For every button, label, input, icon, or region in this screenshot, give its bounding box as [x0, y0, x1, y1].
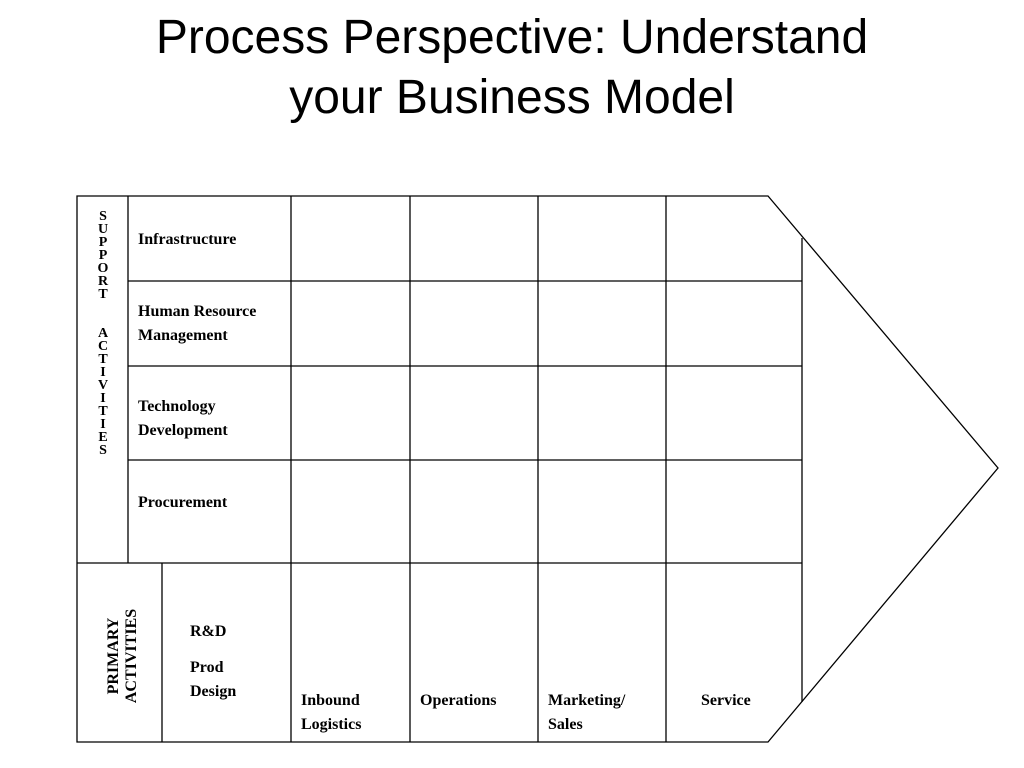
- stage-inbound-logistics: Inbound Logistics: [301, 689, 361, 737]
- slide-title: Process Perspective: Understand your Bus…: [0, 8, 1024, 128]
- stage-3-line-1: Marketing/: [548, 692, 626, 709]
- value-chain-outline: [76, 195, 999, 743]
- support-row-2-line-1: Human Resource: [138, 303, 257, 320]
- stage-4-line-1: Service: [701, 692, 751, 709]
- support-label-letter: U: [97, 222, 109, 237]
- support-label-letter: T: [98, 287, 108, 302]
- primary-label-line-1: PRIMARY: [105, 617, 122, 695]
- support-row-infrastructure: Infrastructure: [138, 228, 236, 252]
- support-row-2-line-2: Management: [138, 327, 228, 344]
- support-row-3-line-1: Technology: [138, 398, 216, 415]
- stage-1-line-2: Logistics: [301, 716, 362, 733]
- support-label-letter: C: [97, 339, 109, 354]
- prod-design-line-2: Design: [190, 683, 237, 700]
- support-row-human-resource: Human Resource Management: [138, 300, 256, 348]
- support-label-letter: P: [98, 248, 108, 263]
- support-label-letter: P: [98, 235, 108, 250]
- support-label-letter: [88, 301, 118, 327]
- support-label-letter: T: [98, 404, 108, 419]
- support-row-procurement: Procurement: [138, 491, 227, 515]
- support-label-letter: A: [97, 326, 109, 341]
- support-label-letter: I: [100, 417, 106, 432]
- support-row-technology: Technology Development: [138, 395, 228, 443]
- rd-label: R&D: [190, 623, 227, 640]
- support-label-letter: R: [97, 274, 109, 289]
- support-row-4-line-1: Procurement: [138, 494, 228, 511]
- slide-title-line-1: Process Perspective: Understand: [155, 11, 869, 64]
- support-row-3-line-2: Development: [138, 422, 228, 439]
- primary-label-line-2: ACTIVITIES: [123, 608, 140, 704]
- stage-3-line-2: Sales: [548, 716, 583, 733]
- stage-2-line-1: Operations: [420, 692, 497, 709]
- slide-title-line-2: your Business Model: [289, 71, 735, 124]
- stage-service: Service: [701, 689, 751, 713]
- support-label-letter: S: [99, 443, 107, 458]
- prod-design-line-1: Prod: [190, 659, 224, 676]
- support-label-letter: E: [98, 430, 108, 445]
- stage-marketing-sales: Marketing/ Sales: [548, 689, 625, 737]
- stage-1-line-1: Inbound: [301, 692, 360, 709]
- support-label-letter: O: [97, 261, 109, 276]
- support-label-letter: V: [97, 378, 109, 393]
- support-label-letter: S: [99, 209, 107, 224]
- support-label-letter: T: [98, 352, 108, 367]
- support-row-1-line-1: Infrastructure: [138, 231, 237, 248]
- stage-operations: Operations: [420, 689, 496, 713]
- support-label-letter: I: [100, 391, 106, 406]
- support-label-letter: I: [100, 365, 106, 380]
- primary-activities-label: PRIMARY ACTIVITIES: [105, 591, 141, 721]
- prod-design-label: Prod Design: [190, 656, 236, 704]
